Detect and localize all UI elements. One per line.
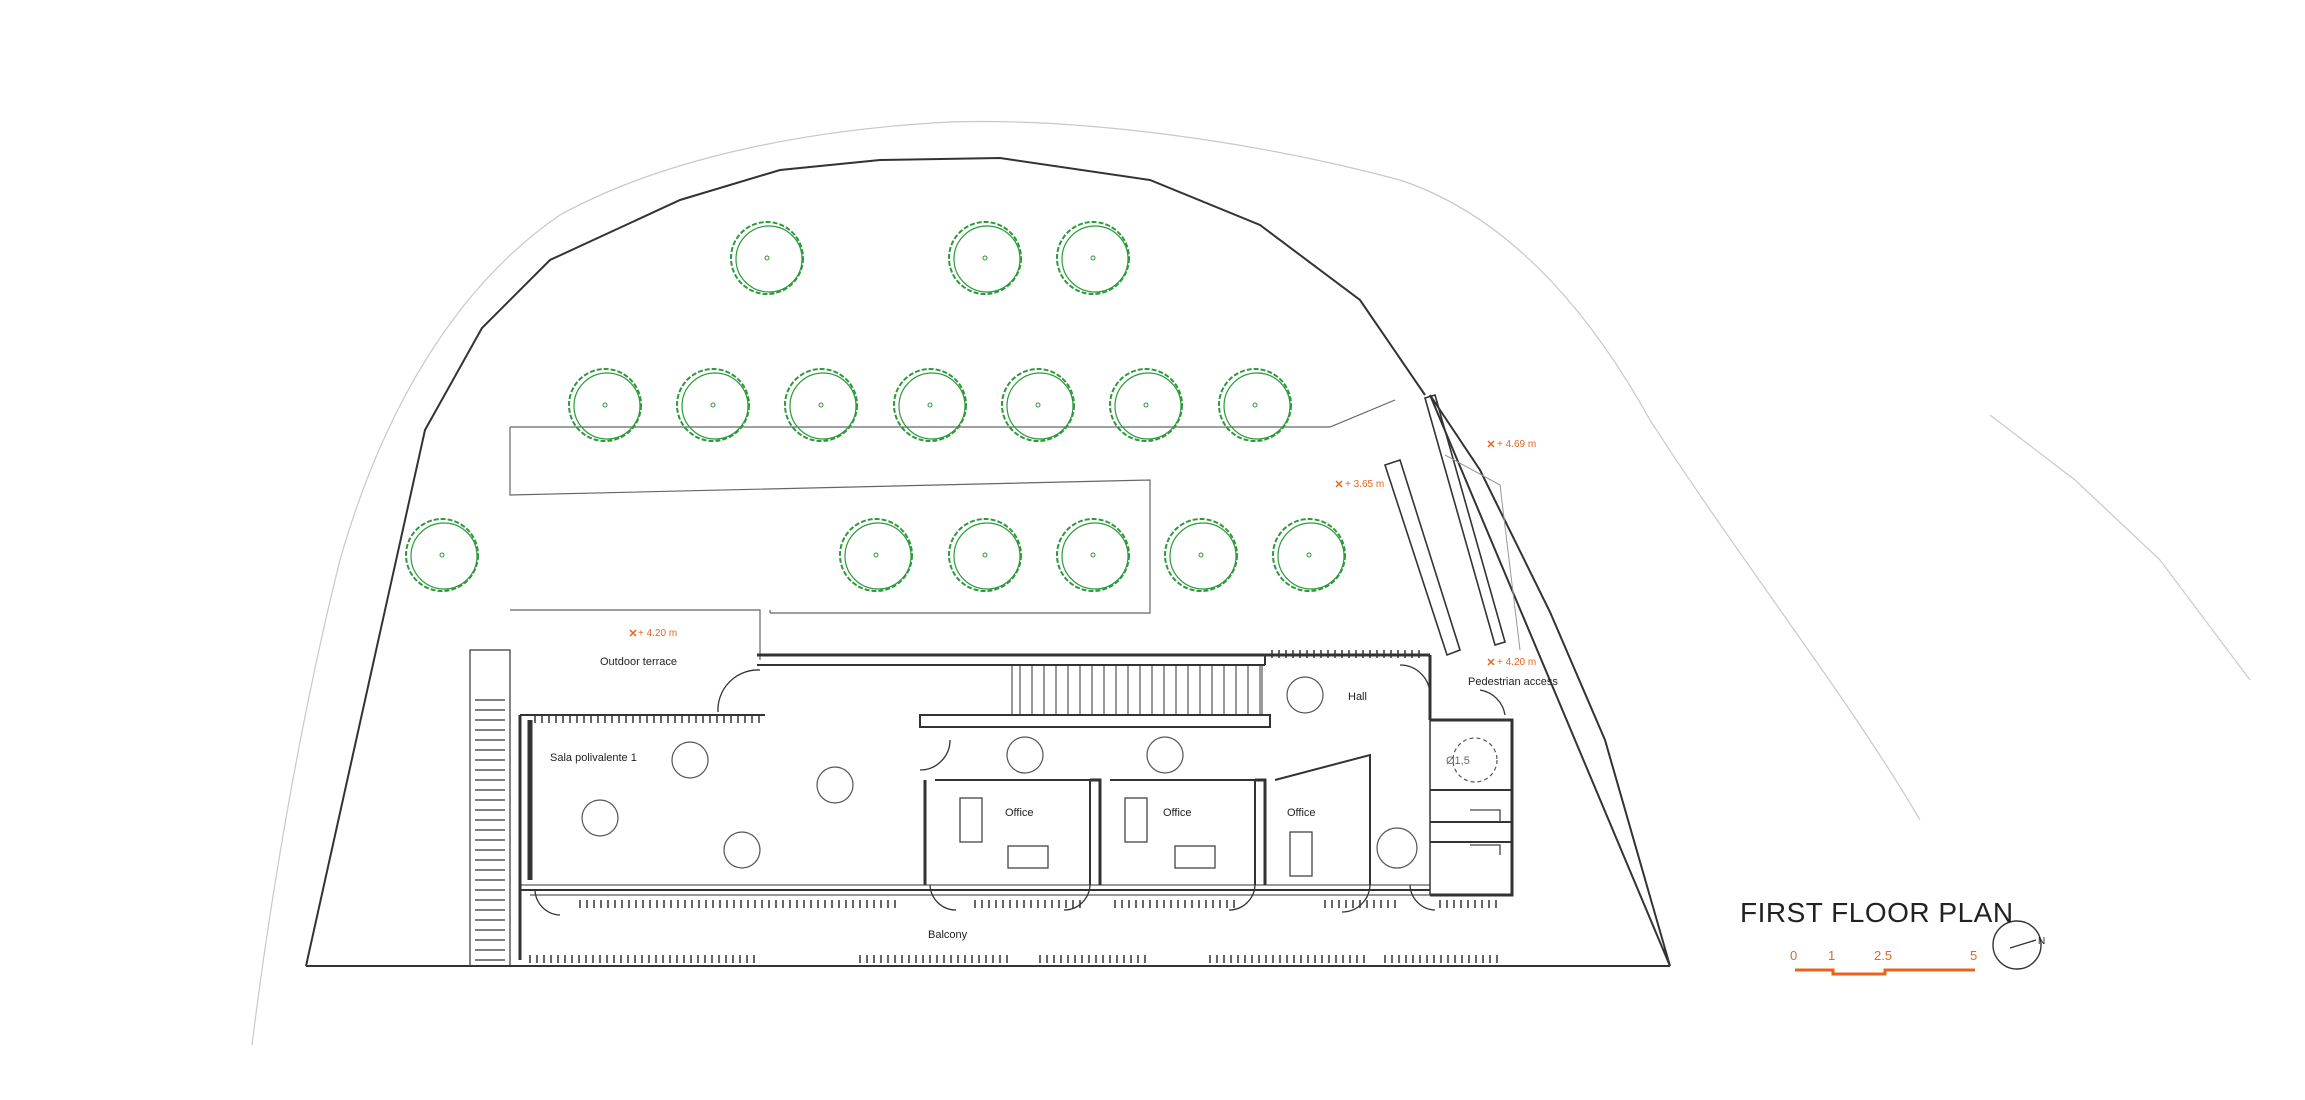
ramp: [1383, 394, 1521, 657]
tree-icon: [839, 518, 913, 592]
level-access: + 4.20 m: [1497, 657, 1536, 668]
tree-icon: [784, 368, 858, 442]
tree-icon: [1272, 518, 1346, 592]
site-boundary: [251, 120, 2251, 1046]
label-sala-polivalente: Sala polivalente 1: [550, 752, 637, 764]
scale-tick-1: 1: [1828, 948, 1835, 963]
label-office-3: Office: [1287, 807, 1316, 819]
building: [518, 653, 1514, 960]
balcony-railing: [529, 650, 1498, 963]
plan-title: FIRST FLOOR PLAN: [1740, 897, 2014, 928]
label-hall: Hall: [1348, 691, 1367, 703]
turning-circles: [581, 676, 1498, 869]
tree-icon: [568, 368, 642, 442]
north-label: N: [2038, 936, 2045, 947]
label-outdoor-terrace: Outdoor terrace: [600, 656, 677, 668]
room-labels: Outdoor terrace Sala polivalente 1 Hall …: [550, 656, 1558, 941]
scale-tick-2-5: 2.5: [1874, 948, 1892, 963]
tree-group: [405, 221, 1346, 592]
tree-icon: [1109, 368, 1183, 442]
label-office-2: Office: [1163, 807, 1192, 819]
central-stair: [1011, 664, 1263, 716]
tree-icon: [1056, 518, 1130, 592]
tree-icon: [1001, 368, 1075, 442]
label-pedestrian-access: Pedestrian access: [1468, 676, 1558, 688]
tree-icon: [893, 368, 967, 442]
label-office-1: Office: [1005, 807, 1034, 819]
scale-tick-0: 0: [1790, 948, 1797, 963]
label-balcony: Balcony: [928, 929, 968, 941]
tree-icon: [676, 368, 750, 442]
tree-icon: [405, 518, 479, 592]
office-furniture: [959, 797, 1501, 877]
label-wc-diameter: Ø1,5: [1446, 755, 1470, 767]
tree-icon: [730, 221, 804, 295]
door-swings: [534, 664, 1506, 916]
tree-icon: [948, 221, 1022, 295]
level-terrace: + 4.20 m: [638, 628, 677, 639]
exterior-stair: [469, 649, 511, 967]
plot-outline: [305, 156, 1671, 967]
tree-icon: [1056, 221, 1130, 295]
north-arrow: N: [1992, 920, 2045, 970]
level-markers: + 4.20 m + 3.65 m + 4.69 m + 4.20 m: [629, 439, 1536, 668]
scale-tick-5: 5: [1970, 948, 1977, 963]
level-ramp: + 4.69 m: [1497, 439, 1536, 450]
tree-icon: [1164, 518, 1238, 592]
title-block: FIRST FLOOR PLAN: [1740, 897, 2014, 929]
garden-path: [509, 399, 1396, 660]
tree-icon: [948, 518, 1022, 592]
scale-bar: 0 1 2.5 5: [1790, 948, 1977, 976]
tree-icon: [1218, 368, 1292, 442]
level-path: + 3.65 m: [1345, 479, 1384, 490]
